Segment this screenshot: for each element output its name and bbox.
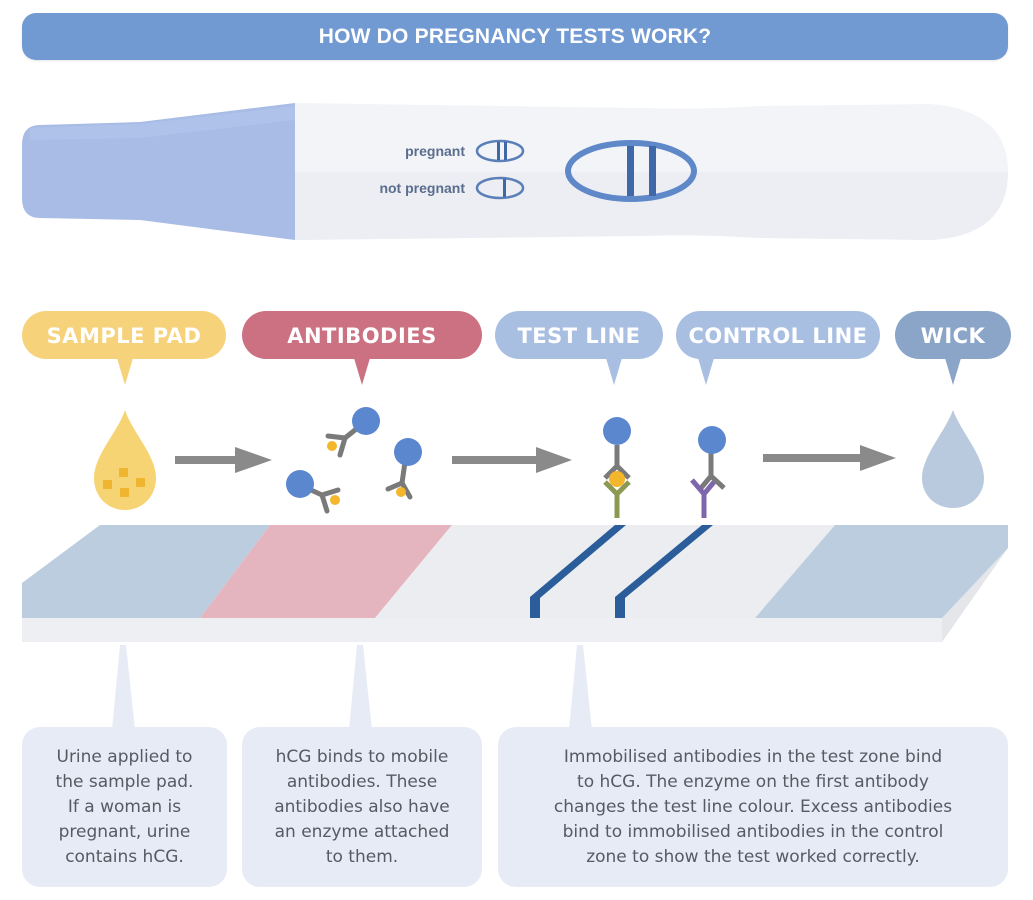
strip-zone-antibodies (200, 525, 452, 618)
title-banner: HOW DO PREGNANCY TESTS WORK? (22, 13, 1008, 60)
result-window-icon (565, 140, 697, 202)
description-test-zone: Immobilised antibodies in the test zone … (498, 727, 1008, 887)
strip-zone-sample-pad (22, 525, 270, 618)
test-line-antibody-complex-icon (603, 417, 631, 518)
test-line-mark (530, 525, 626, 618)
mobile-antibody-icon (325, 407, 380, 458)
svg-text:SAMPLE PAD: SAMPLE PAD (47, 324, 202, 348)
description-sample-pad: Urine applied to the sample pad. If a wo… (22, 727, 227, 887)
wick-drop-icon (922, 410, 984, 508)
pregnancy-test-device: pregnant not pregnant (22, 103, 1008, 240)
pointer-test-zone (569, 645, 592, 730)
flow-arrow-icon (175, 447, 272, 473)
svg-text:ANTIBODIES: ANTIBODIES (287, 324, 437, 348)
mobile-antibody-icon (385, 438, 422, 500)
svg-text:CONTROL LINE: CONTROL LINE (689, 324, 868, 348)
legend-pregnant-label: pregnant (405, 143, 465, 159)
svg-text:WICK: WICK (921, 324, 986, 348)
urine-drop-icon (94, 410, 156, 510)
pointer-antibodies (349, 645, 372, 730)
flow-arrow-icon (763, 445, 896, 471)
pointer-sample-pad (112, 645, 135, 730)
stage-label-sample-pad: SAMPLE PAD (22, 311, 226, 385)
description-antibodies: hCG binds to mobile antibodies. These an… (242, 727, 482, 887)
legend-pregnant-window-icon (475, 139, 525, 163)
stage-label-control-line: CONTROL LINE (676, 311, 880, 385)
control-line-mark (615, 525, 713, 618)
stage-label-wick: WICK (895, 311, 1011, 385)
legend-not-pregnant-window-icon (475, 176, 525, 200)
legend-not-pregnant-label: not pregnant (379, 180, 465, 196)
stage-label-antibodies: ANTIBODIES (242, 311, 482, 385)
strip-zone-test-control (375, 525, 835, 618)
strip-zone-wick (755, 525, 1008, 618)
svg-text:TEST LINE: TEST LINE (517, 324, 640, 348)
page-title: HOW DO PREGNANCY TESTS WORK? (318, 24, 712, 48)
stage-label-test-line: TEST LINE (495, 311, 663, 385)
control-line-antibody-complex-icon (690, 426, 726, 518)
test-strip (22, 525, 1008, 642)
mobile-antibody-icon (286, 470, 341, 514)
flow-arrow-icon (452, 447, 572, 473)
